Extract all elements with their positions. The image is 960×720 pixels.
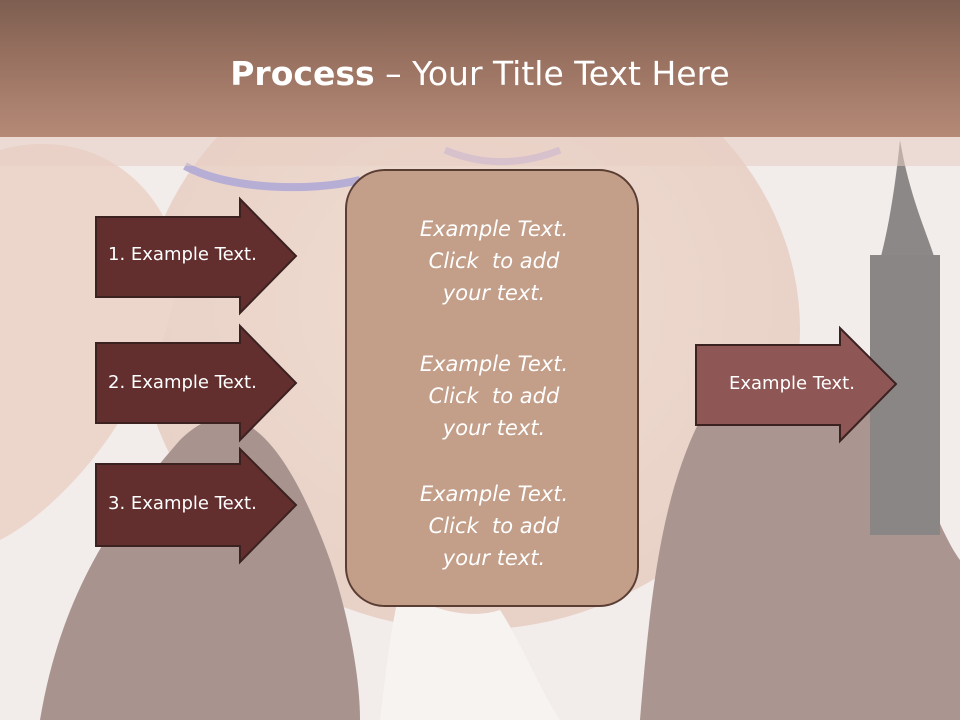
center-text-line: Example Text. (419, 352, 569, 376)
center-text-line: your text. (442, 546, 546, 570)
center-text-block-3: Example Text. Click to add your text. (347, 478, 641, 574)
left-arrow-3[interactable] (95, 446, 298, 565)
center-text-line: your text. (442, 416, 546, 440)
title-strip (0, 137, 960, 166)
center-text-line: your text. (442, 281, 546, 305)
left-arrow-3-label: 3. Example Text. (108, 493, 257, 514)
center-text-block-2: Example Text. Click to add your text. (347, 348, 641, 444)
center-text-block-1: Example Text. Click to add your text. (347, 213, 641, 309)
center-text-line: Example Text. (419, 217, 569, 241)
title-band (0, 0, 960, 137)
center-text-box[interactable]: Example Text. Click to add your text. Ex… (345, 169, 639, 607)
center-text-line: Click to add (428, 249, 560, 273)
right-arrow[interactable] (695, 325, 898, 444)
center-text-line: Click to add (428, 384, 560, 408)
title-bold: Process (230, 54, 375, 93)
right-arrow-label: Example Text. (729, 373, 855, 394)
title-rest: – Your Title Text Here (374, 54, 730, 93)
center-text-line: Example Text. (419, 482, 569, 506)
left-arrow-2-label: 2. Example Text. (108, 372, 257, 393)
slide-title[interactable]: Process – Your Title Text Here (0, 52, 960, 96)
left-arrow-2[interactable] (95, 323, 298, 443)
center-text-line: Click to add (428, 514, 560, 538)
left-arrow-1[interactable] (95, 196, 298, 316)
left-arrow-1-label: 1. Example Text. (108, 244, 257, 265)
